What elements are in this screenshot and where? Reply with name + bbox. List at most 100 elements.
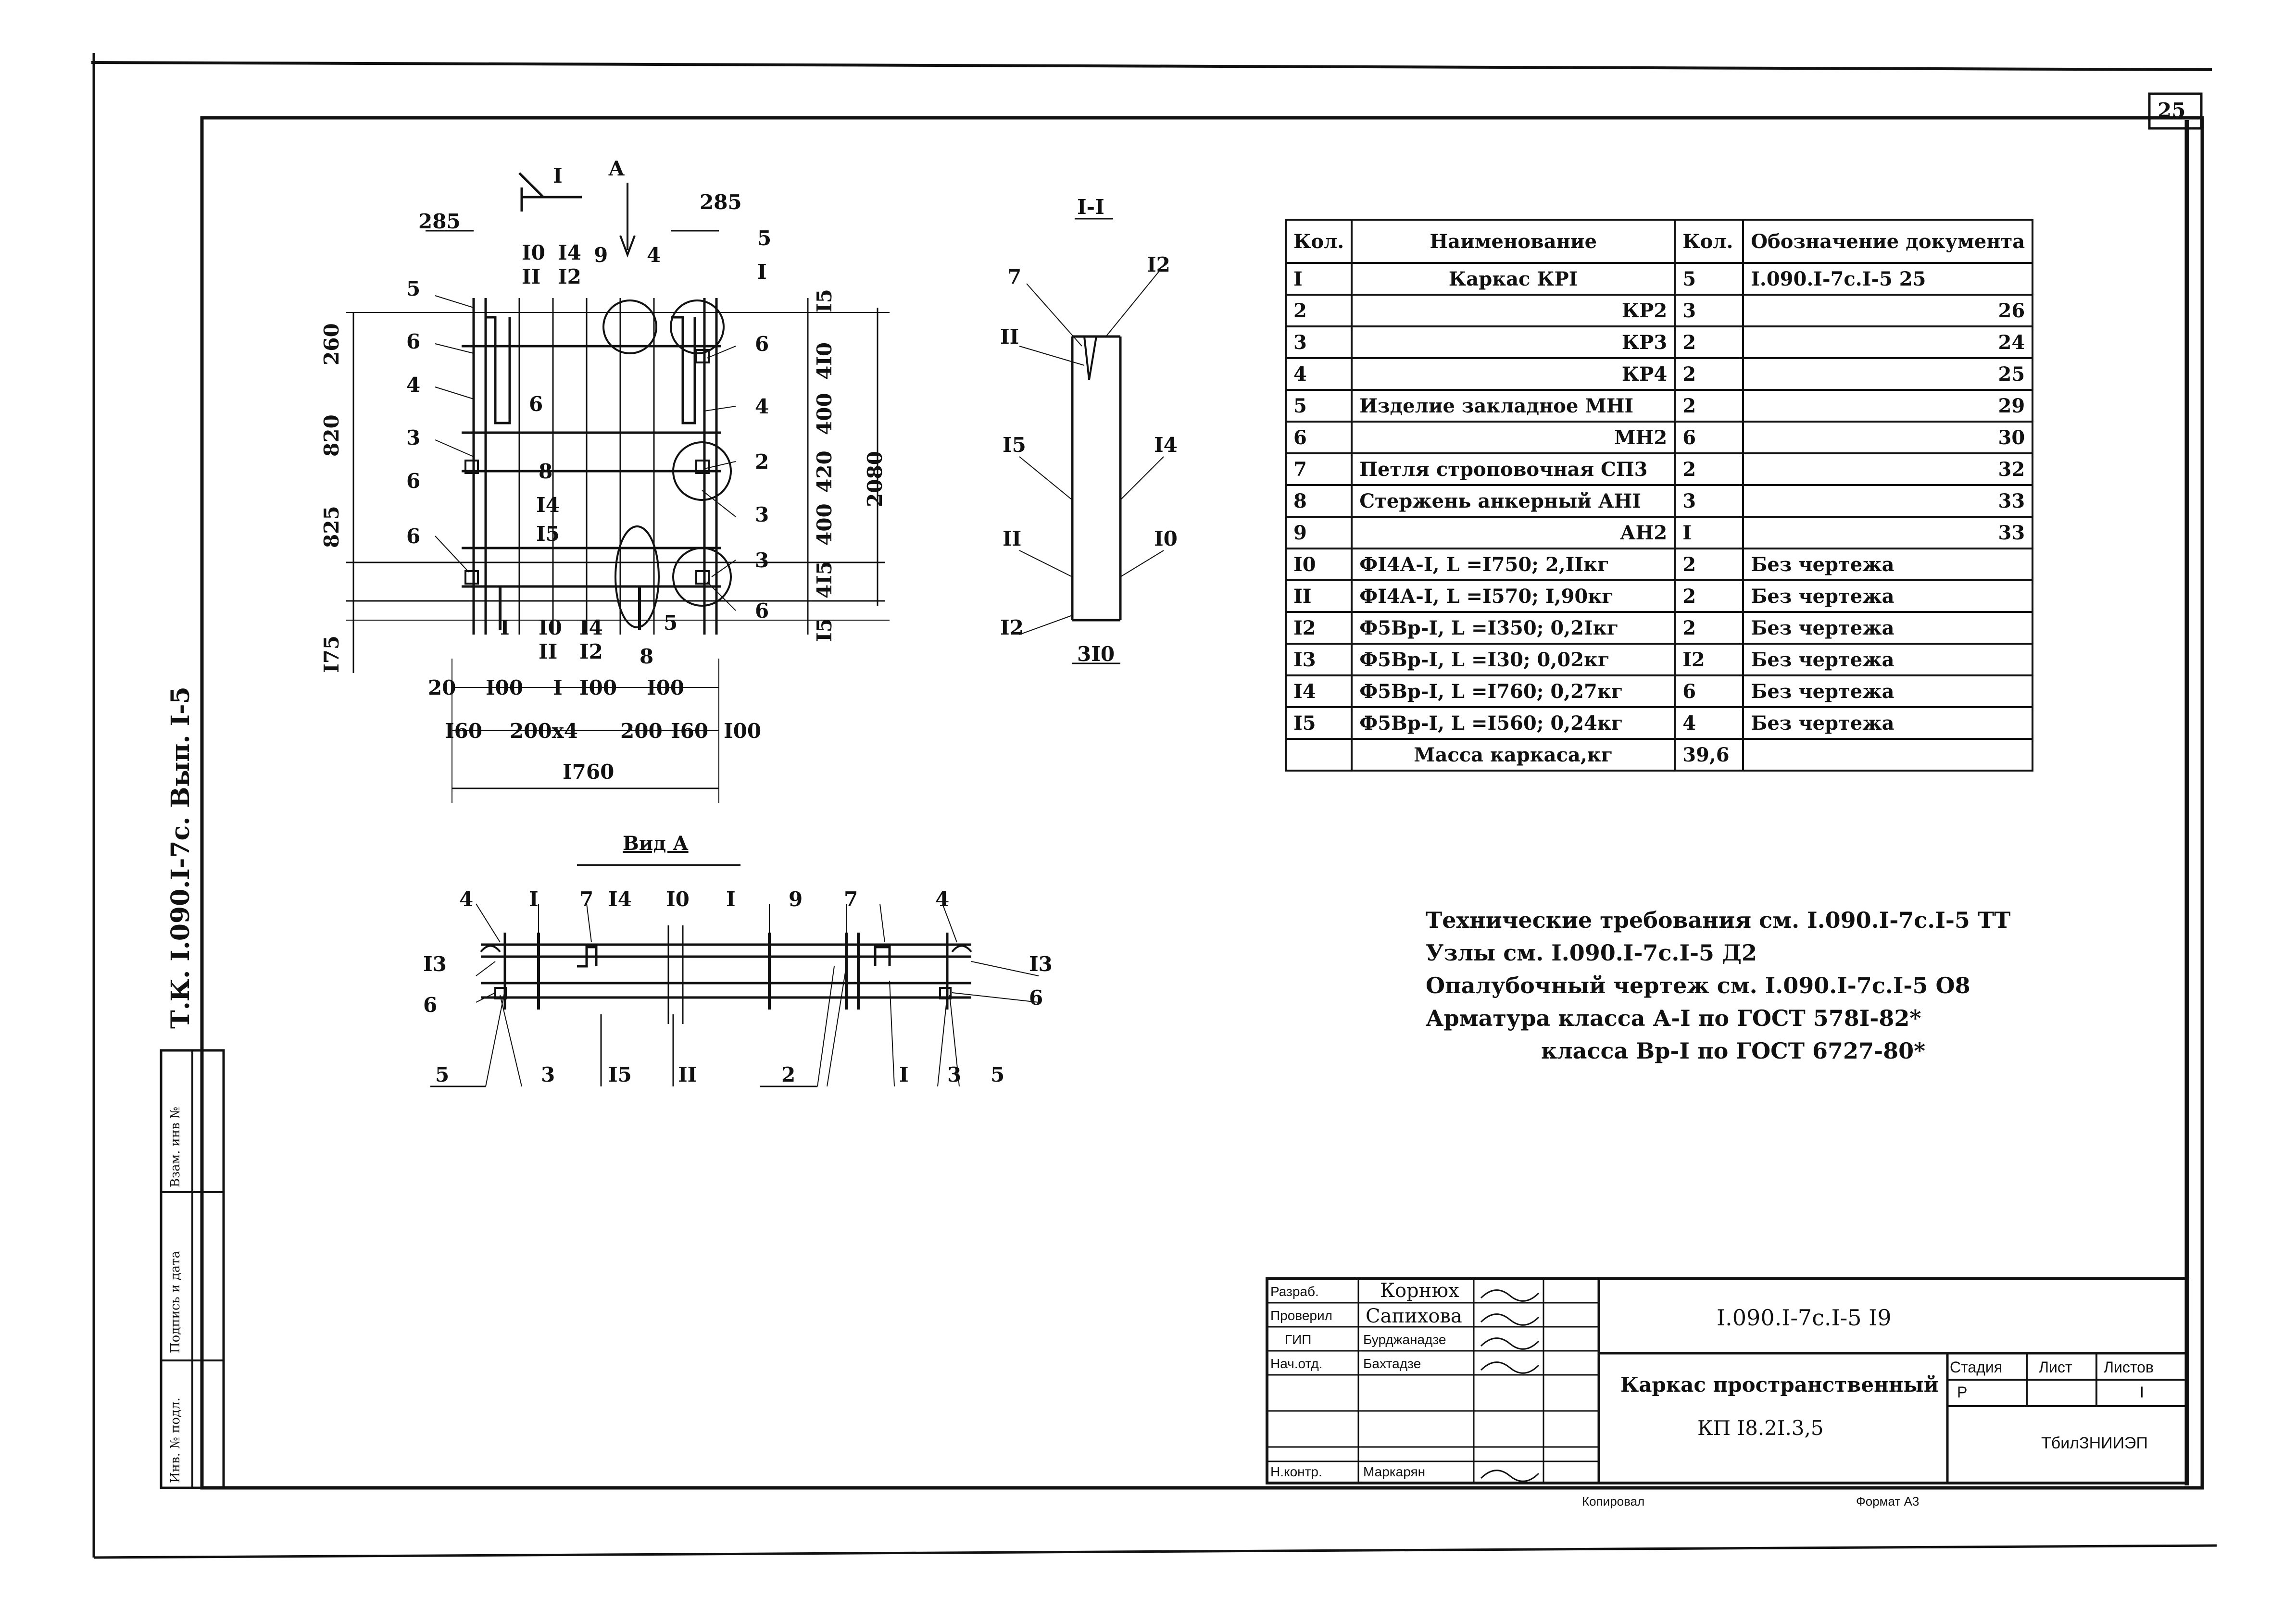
view-a-callout-4-left: 4 — [459, 887, 474, 911]
spec-qty: 2 — [1674, 548, 1744, 581]
callout-right-4: 4 — [755, 395, 769, 418]
spec-pos: 8 — [1284, 484, 1353, 518]
spec-name: Петля строповочная СП3 — [1351, 452, 1676, 486]
spec-name: Каркас КРI — [1351, 262, 1676, 296]
callout-left-6b: 6 — [406, 469, 421, 493]
spec-doc: Без чертежа — [1742, 706, 2034, 740]
spec-doc: 30 — [1742, 421, 2034, 454]
spec-doc: 25 — [1742, 357, 2034, 391]
spec-qty: I2 — [1674, 643, 1744, 676]
callout-i4-top: I4 — [558, 241, 581, 264]
view-marker: А — [608, 157, 625, 180]
spec-name: Ф5Вр-I, L =I760; 0,27кг — [1351, 674, 1676, 708]
spec-header-name: Наименование — [1351, 219, 1676, 264]
view-a-callout-3-left: 3 — [541, 1063, 555, 1086]
spec-doc: 33 — [1742, 516, 2034, 549]
spec-doc: Без чертежа — [1742, 548, 2034, 581]
spec-pos: I0 — [1284, 548, 1353, 581]
callout-bottom-ii: II — [539, 640, 558, 663]
spec-total-value: 39,6 — [1674, 738, 1744, 772]
tb-sheet-label: Лист — [2039, 1359, 2072, 1376]
spec-doc: Без чертежа — [1742, 611, 2034, 645]
bottom-dim-20: 20 — [428, 676, 456, 699]
spec-qty: 2 — [1674, 579, 1744, 613]
spec-doc: 32 — [1742, 452, 2034, 486]
spec-pos: II — [1284, 579, 1353, 613]
tb-sheets-value: I — [2140, 1384, 2144, 1401]
tb-stage-label: Стадия — [1950, 1359, 2003, 1376]
spec-qty: 4 — [1674, 706, 1744, 740]
spec-pos: I5 — [1284, 706, 1353, 740]
section-width: 3I0 — [1077, 642, 1115, 666]
spec-qty: 2 — [1674, 357, 1744, 391]
view-a-callout-i3-left: I3 — [423, 952, 447, 976]
dim-285-right: 285 — [700, 190, 742, 214]
note-line: Арматура класса А-I по ГОСТ 578I-82* — [1426, 1005, 1921, 1031]
spec-qty: 2 — [1674, 325, 1744, 359]
view-a-callout-5-right: 5 — [991, 1063, 1005, 1086]
view-a-callout-i4: I4 — [608, 887, 632, 911]
view-a-callout-i-bottom: I — [899, 1063, 909, 1086]
tb-role-normcontrol: Н.контр. — [1270, 1464, 1322, 1479]
bottom-dim-100c: I00 — [647, 676, 685, 699]
bottom-dim-100a: I00 — [486, 676, 524, 699]
spec-header-row: Кол. Наименование Кол. Обозначение докум… — [1284, 219, 2034, 264]
section-callout-ii-top: II — [1000, 325, 1019, 349]
tb-organization: ТбилЗНИИЭП — [2041, 1434, 2148, 1452]
tb-stage-value: Р — [1957, 1384, 1968, 1401]
spec-name: Ф5Вр-I, L =I560; 0,24кг — [1351, 706, 1676, 740]
spec-name: Ф5Вр-I, L =I30; 0,02кг — [1351, 643, 1676, 676]
tb-role-gip: ГИП — [1285, 1332, 1312, 1347]
callout-inner-5: 5 — [664, 611, 678, 635]
spec-name: ФI4А-I, L =I750; 2,IIкг — [1351, 548, 1676, 581]
spec-name: КР2 — [1351, 294, 1676, 327]
bottom-dim-160a: I60 — [445, 719, 483, 743]
view-a-callout-5-left: 5 — [435, 1063, 450, 1086]
spec-doc: Без чертежа — [1742, 579, 2034, 613]
view-a-callout-ii: II — [678, 1063, 697, 1086]
spec-name: Стержень анкерный АНI — [1351, 484, 1676, 518]
spec-total-label: Масса каркаса,кг — [1351, 738, 1676, 772]
spec-doc: 26 — [1742, 294, 2034, 327]
spec-name: АН2 — [1351, 516, 1676, 549]
spec-qty: 6 — [1674, 674, 1744, 708]
callout-right-6a: 6 — [755, 332, 769, 356]
section-title: I-I — [1077, 195, 1104, 219]
tb-copied: Копировал — [1582, 1494, 1645, 1509]
spec-pos: I3 — [1284, 643, 1353, 676]
bottom-dim-100b: I00 — [579, 676, 617, 699]
view-a-callout-i-right: I — [726, 887, 736, 911]
callout-left-3: 3 — [406, 426, 421, 449]
tb-name-head: Бахтадзе — [1363, 1356, 1421, 1371]
section-marker: I — [553, 164, 563, 187]
tb-role-checker: Проверил — [1270, 1308, 1332, 1323]
callout-right-3a: 3 — [755, 503, 769, 526]
callout-inner-8b: 8 — [640, 645, 654, 668]
callout-4-top: 4 — [647, 243, 661, 267]
spec-doc: I.090.I-7с.I-5 25 — [1742, 262, 2034, 296]
overall-width: I760 — [563, 760, 615, 784]
tb-role-head: Нач.отд. — [1270, 1356, 1323, 1371]
spec-name: КР3 — [1351, 325, 1676, 359]
section-callout-i4: I4 — [1154, 433, 1178, 457]
callout-bottom-i4: I4 — [579, 616, 603, 639]
dim-285-left: 285 — [418, 210, 461, 233]
view-a-callout-i3-right: I3 — [1029, 952, 1053, 976]
callout-inner-i4: I4 — [536, 493, 560, 517]
spec-qty: 2 — [1674, 389, 1744, 423]
callout-ii-top: II — [522, 265, 541, 288]
